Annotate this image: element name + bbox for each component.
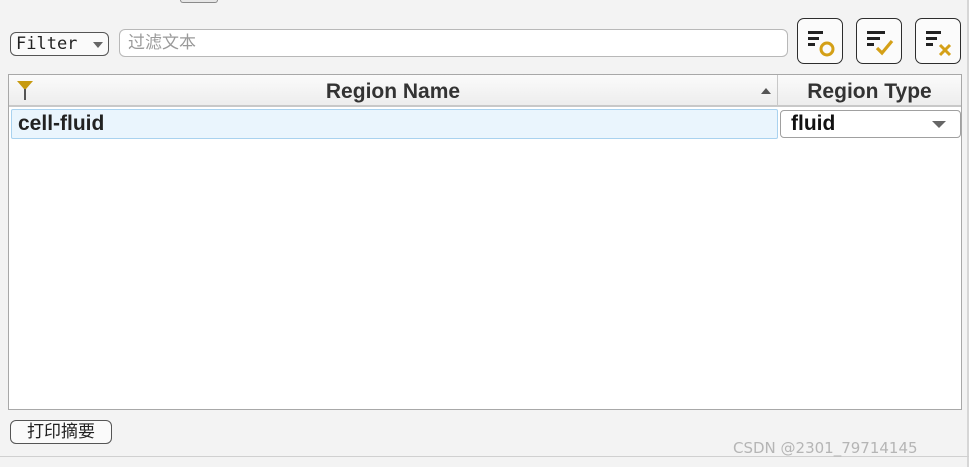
- column-header-label: Region Type: [807, 80, 932, 103]
- filter-list-check-button[interactable]: [856, 18, 902, 64]
- watermark: CSDN @2301_79714145: [733, 439, 918, 457]
- chevron-down-icon: [93, 42, 103, 48]
- filter-list-circle-button[interactable]: [797, 18, 843, 64]
- column-header-label: Region Name: [325, 80, 461, 103]
- filter-list-circle-icon: [808, 31, 835, 57]
- print-summary-button[interactable]: 打印摘要: [10, 420, 112, 444]
- table-header: Region Name Region Type: [9, 75, 961, 107]
- region-name-cell[interactable]: cell-fluid: [11, 109, 778, 139]
- filter-text-input[interactable]: [119, 29, 788, 57]
- sort-ascending-icon: [761, 88, 771, 94]
- filter-list-check-icon: [867, 31, 894, 56]
- column-header-region-type[interactable]: Region Type: [778, 75, 961, 105]
- tab-stub: [180, 0, 218, 3]
- region-table: Region Name Region Type cell-fluid fluid: [8, 74, 962, 410]
- filter-list-cross-button[interactable]: [915, 18, 961, 64]
- filter-list-cross-icon: [926, 31, 952, 57]
- region-type-value: fluid: [791, 112, 836, 135]
- panel-divider: [0, 456, 969, 457]
- chevron-down-icon: [932, 121, 946, 128]
- funnel-icon[interactable]: [17, 81, 33, 101]
- filter-mode-select[interactable]: Filter: [10, 32, 109, 56]
- region-type-dropdown[interactable]: fluid: [780, 110, 961, 138]
- filter-mode-label: Filter: [16, 34, 78, 54]
- panel-edge: [967, 0, 969, 467]
- table-row[interactable]: cell-fluid fluid: [11, 109, 961, 139]
- column-header-region-name[interactable]: Region Name: [9, 75, 778, 105]
